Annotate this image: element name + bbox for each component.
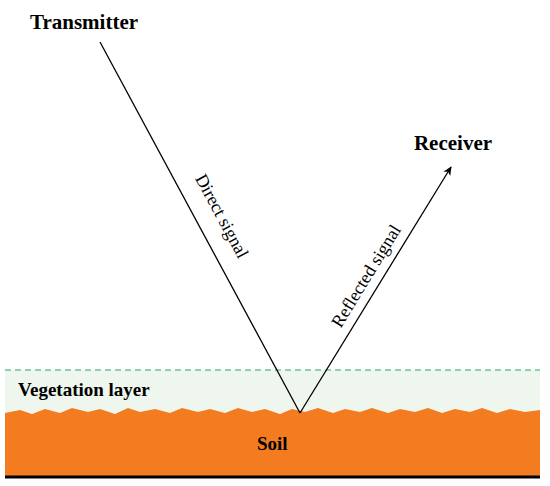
signal-path-label: Reflected signal [328, 222, 404, 331]
vegetation-band: Vegetation layer [5, 370, 540, 413]
band-label: Soil [257, 433, 288, 455]
direct-signal-line [100, 42, 300, 413]
soil-band: Soil [5, 414, 540, 476]
signal-path-label: Direct signal [192, 171, 252, 261]
transmitter-label: Transmitter [30, 12, 138, 33]
band-label: Vegetation layer [18, 379, 150, 401]
receiver-label: Receiver [414, 133, 492, 154]
